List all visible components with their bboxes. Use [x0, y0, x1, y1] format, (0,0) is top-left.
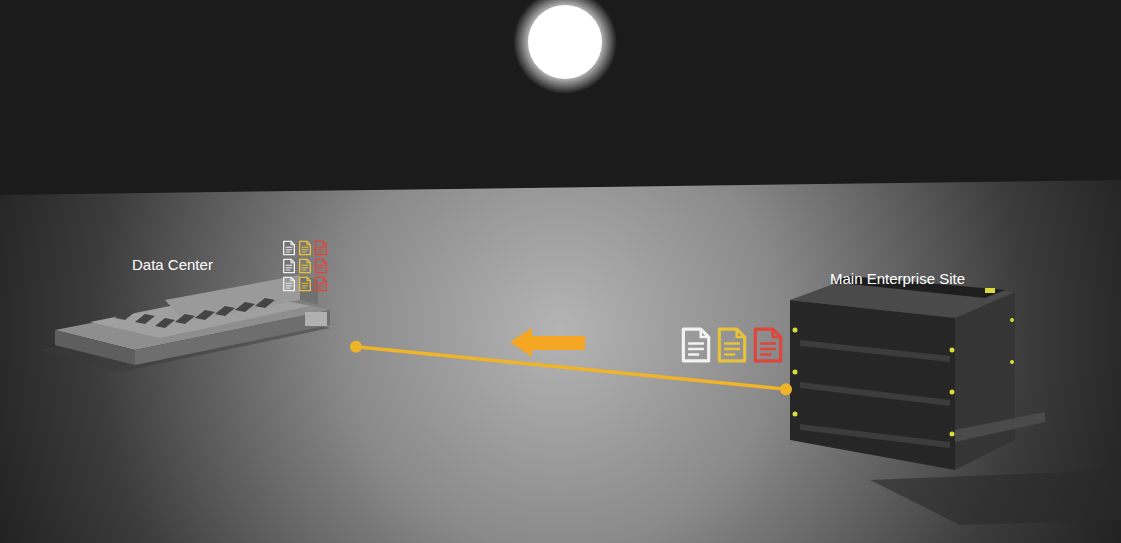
network-link	[356, 347, 786, 389]
data-center-building	[40, 275, 330, 372]
site-label: Main Enterprise Site	[830, 270, 965, 287]
window-lights	[793, 318, 1015, 437]
site-label-box: Data Center	[40, 248, 340, 378]
site-label-box: Main Enterprise Site	[790, 262, 1048, 474]
flow-arrow	[510, 328, 585, 357]
link-group	[350, 341, 792, 395]
moon	[528, 5, 602, 79]
server-rows	[115, 298, 275, 328]
enterprise-building	[790, 276, 1121, 525]
ground-plane	[0, 180, 1121, 543]
moon-glow	[513, 0, 617, 94]
documents-in-transit	[683, 329, 780, 361]
stored-documents	[284, 241, 327, 290]
link-endpoint	[350, 341, 362, 353]
site-label: Data Center	[132, 256, 213, 273]
link-endpoint	[780, 383, 792, 395]
